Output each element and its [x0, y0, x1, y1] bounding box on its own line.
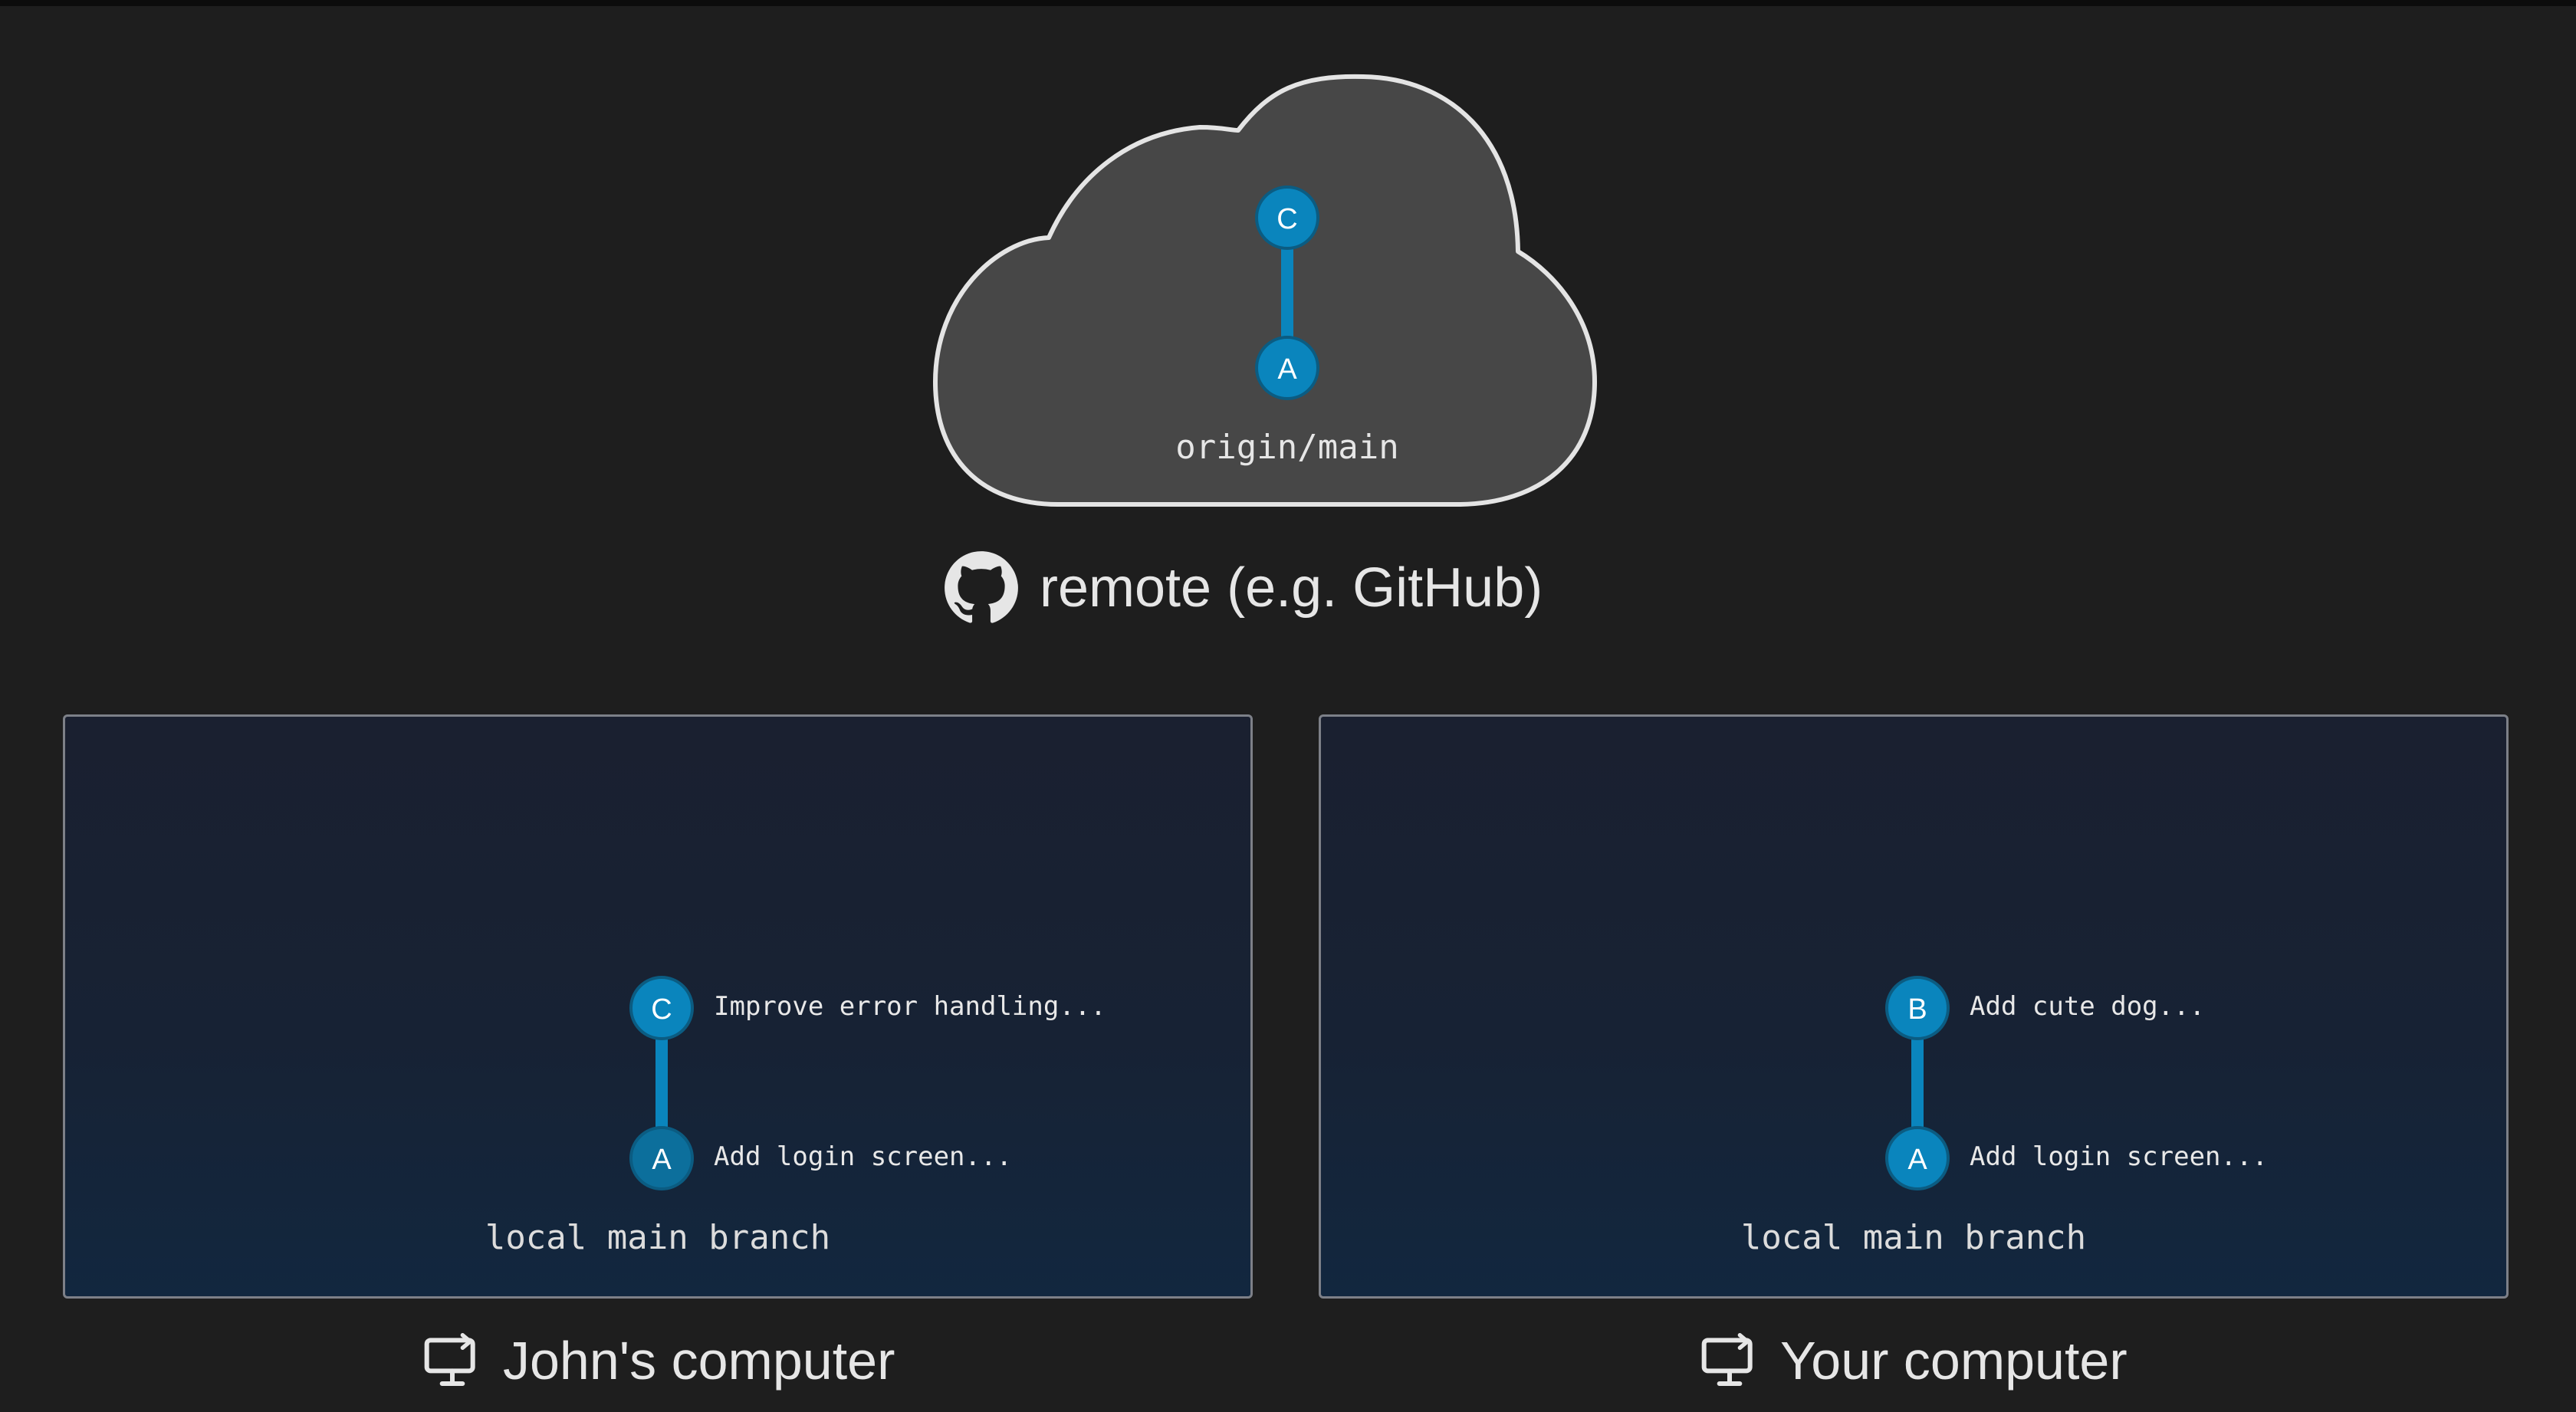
johns-commit-c-message: Improve error handling...	[714, 991, 1106, 1022]
your-commit-graph: B A	[1885, 976, 1950, 1190]
your-commit-b-label: B	[1907, 993, 1927, 1026]
your-commit-b: B	[1885, 976, 1950, 1040]
remote-cloud: C A origin/main	[933, 74, 1597, 507]
computer-icon	[1701, 1333, 1753, 1386]
remote-caption-text: remote (e.g. GitHub)	[1040, 557, 1543, 619]
remote-commit-a-label: A	[1277, 353, 1297, 386]
johns-branch-label: local main branch	[485, 1218, 831, 1257]
your-computer-panel: B A Add cute dog... Add login screen... …	[1319, 714, 2509, 1299]
top-edge	[0, 0, 2576, 6]
johns-commit-c-label: C	[651, 993, 672, 1026]
your-commit-b-message: Add cute dog...	[1970, 991, 2206, 1022]
johns-computer-caption-text: John's computer	[503, 1331, 895, 1391]
your-commit-a: A	[1885, 1126, 1950, 1190]
remote-commit-a: A	[1255, 336, 1319, 400]
johns-commit-a-label: A	[652, 1144, 672, 1176]
johns-commit-a-message: Add login screen...	[714, 1141, 1012, 1172]
remote-commit-c-label: C	[1276, 203, 1297, 235]
github-icon	[945, 551, 1018, 623]
johns-commit-a: A	[629, 1126, 694, 1190]
your-computer-caption-text: Your computer	[1780, 1331, 2128, 1391]
johns-computer-panel: C A Improve error handling... Add login …	[63, 714, 1253, 1299]
remote-commit-c: C	[1255, 186, 1319, 250]
remote-branch-label: origin/main	[1175, 428, 1398, 467]
your-commit-a-message: Add login screen...	[1970, 1141, 2268, 1172]
johns-computer-caption: John's computer	[422, 1318, 895, 1403]
your-branch-label: local main branch	[1740, 1218, 2087, 1257]
johns-commit-c: C	[629, 976, 694, 1040]
your-commit-a-label: A	[1907, 1144, 1927, 1176]
remote-caption: remote (e.g. GitHub)	[943, 546, 1543, 630]
cloud-shape	[933, 74, 1597, 507]
computer-icon	[424, 1333, 475, 1386]
your-computer-caption: Your computer	[1699, 1318, 2128, 1403]
johns-commit-graph: C A	[629, 976, 694, 1190]
